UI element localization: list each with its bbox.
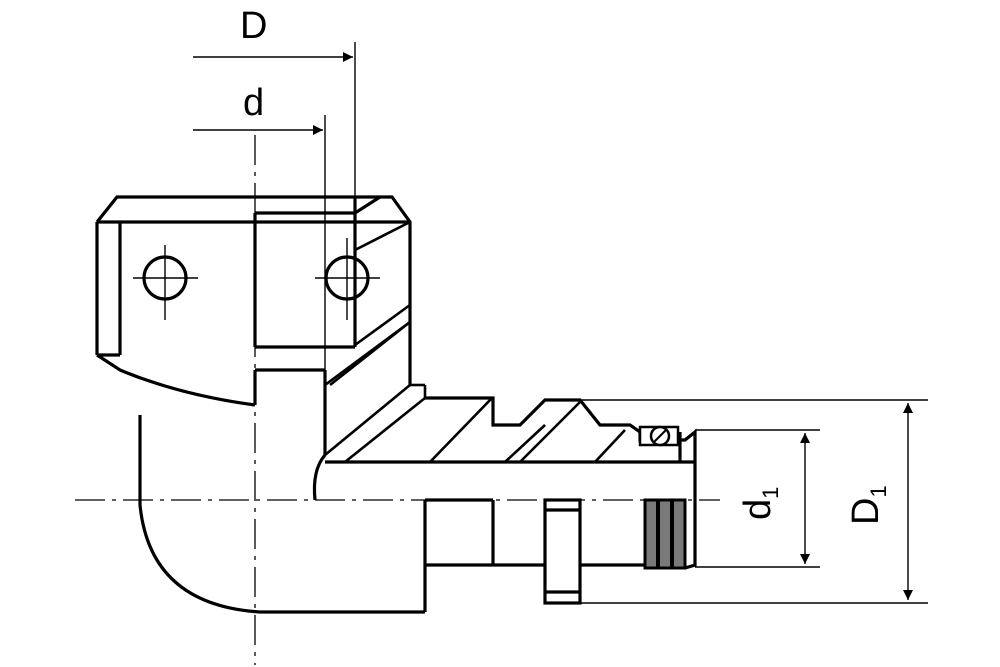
- label-D: D: [240, 5, 267, 47]
- dimension-D-top: D: [193, 5, 356, 197]
- o-ring-groove: [643, 498, 687, 570]
- label-d: d: [243, 82, 264, 124]
- elbow-body: [138, 320, 695, 614]
- threaded-stud: [425, 396, 697, 605]
- dimension-d1-right: d1: [695, 429, 820, 568]
- o-ring-section: [638, 425, 680, 447]
- label-D1: D1: [845, 485, 891, 525]
- swivel-nut: [95, 195, 412, 407]
- label-d1: d1: [737, 487, 783, 520]
- dimension-D1-right: D1: [580, 399, 928, 604]
- dimension-d-top: d: [193, 82, 326, 455]
- bolt-holes: [133, 238, 380, 320]
